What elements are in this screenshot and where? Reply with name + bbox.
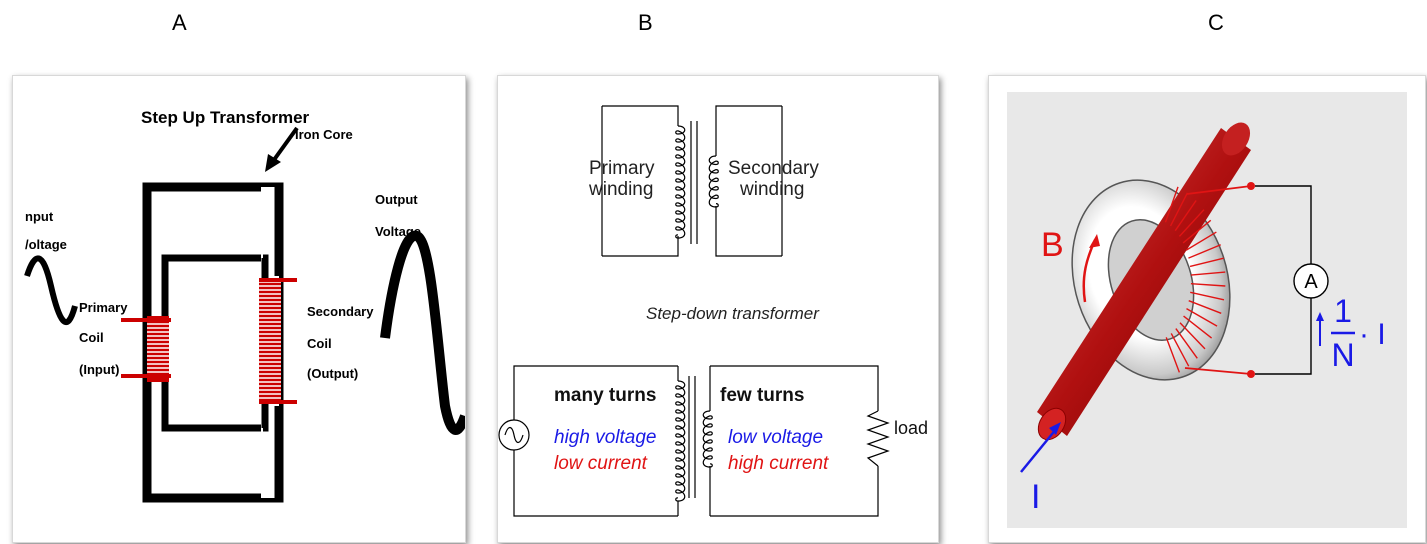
primary-coil-line1: Primary: [79, 300, 128, 315]
primary-coil-line2: Coil: [79, 330, 104, 345]
iron-core-label: Iron Core: [295, 127, 353, 142]
panel-a: Step Up Transformer Iron Core nput /olta…: [12, 75, 466, 543]
panel-b-letter: B: [638, 10, 653, 35]
ammeter-label: A: [1304, 271, 1318, 293]
input-sine-wave: [24, 255, 78, 325]
secondary-coil: [259, 278, 297, 404]
iron-core-inner: [161, 254, 269, 432]
primary-coil: [121, 316, 171, 382]
secondary-coil-line1: Secondary: [307, 304, 374, 319]
fraction-numerator: 1: [1334, 293, 1352, 329]
input-voltage-line1: nput: [25, 209, 54, 224]
secondary-coil-line3: (Output): [307, 366, 358, 381]
input-voltage-line2: /oltage: [25, 237, 67, 252]
primary-coil-line3: (Input): [79, 362, 119, 377]
current-transformer-diagram: A B I 1 N · I: [1007, 92, 1407, 528]
current-label: I: [1031, 478, 1040, 516]
bottom-circuit: [498, 365, 890, 517]
top-transformer: [601, 105, 783, 257]
field-label: B: [1041, 226, 1064, 264]
fraction-denominator: N: [1331, 337, 1354, 373]
title-label: Step Up Transformer: [141, 108, 310, 127]
few-turns-label: few turns: [720, 385, 804, 406]
ammeter-icon: [1293, 263, 1329, 299]
step-down-diagram: Primary winding Secondary winding Step-d…: [498, 105, 928, 517]
high-voltage-label: high voltage: [554, 427, 656, 448]
secondary-circuit: [1255, 185, 1329, 375]
panel-a-letter: A: [172, 10, 187, 35]
load-label: load: [894, 418, 928, 438]
secondary-coil-line2: Coil: [307, 336, 332, 351]
fraction-rest: · I: [1359, 318, 1386, 351]
low-current-label: low current: [554, 453, 648, 474]
secondary-winding: [1164, 186, 1226, 373]
output-sine-wave: [380, 230, 465, 435]
output-voltage-line1: Output: [375, 192, 418, 207]
panel-b: Primary winding Secondary winding Step-d…: [497, 75, 939, 543]
primary-winding-line1: Primary: [589, 158, 655, 179]
step-up-diagram: Step Up Transformer Iron Core nput /olta…: [24, 108, 465, 503]
step-down-caption: Step-down transformer: [646, 304, 820, 323]
output-voltage-line2: Voltage: [375, 224, 421, 239]
load-resistor: [866, 410, 890, 467]
low-voltage-label: low voltage: [728, 427, 823, 448]
primary-conductor: [1037, 122, 1251, 441]
secondary-winding-line1: Secondary: [728, 158, 819, 179]
primary-winding-line2: winding: [588, 179, 653, 200]
secondary-winding-line2: winding: [739, 179, 804, 200]
current-arrow: [1020, 427, 1058, 473]
high-current-label: high current: [728, 453, 829, 474]
panel-c: A B I 1 N · I: [988, 75, 1426, 543]
many-turns-label: many turns: [554, 385, 656, 406]
panel-c-letter: C: [1208, 10, 1224, 35]
iron-core-arrow: [265, 154, 281, 172]
